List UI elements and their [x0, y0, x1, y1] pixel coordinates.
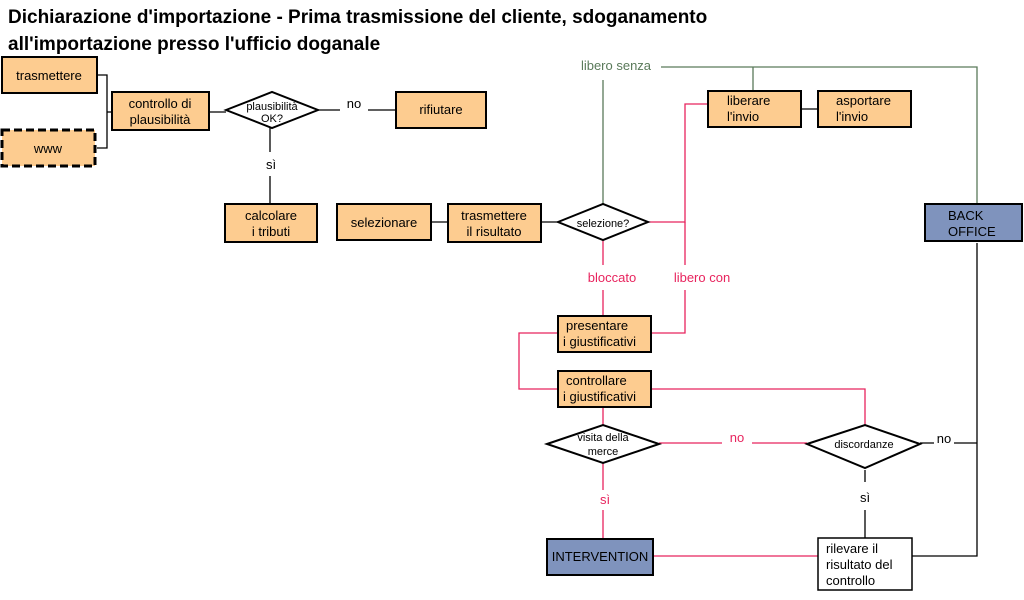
decision-plausibilita-line1: plausibilità: [246, 101, 298, 113]
box-rilevare-line3: controllo: [826, 573, 875, 588]
box-trasmettere-risultato-line1: trasmettere: [461, 208, 527, 223]
box-liberare-line1: liberare: [727, 93, 770, 108]
connector-controllare-discordanze: [651, 388, 866, 425]
connector-libero-con-top: [648, 103, 708, 223]
connectors: [97, 66, 978, 557]
label-si-plausibilita: sì: [266, 157, 276, 172]
box-calcolare-line2: i tributi: [252, 224, 290, 239]
decision-selezione-label: selezione?: [577, 218, 630, 230]
label-no-discordanze: no: [937, 431, 951, 446]
box-controllare-line1: controllare: [566, 373, 627, 388]
decision-selezione[interactable]: selezione?: [555, 202, 651, 242]
box-presentare[interactable]: presentare i giustificativi: [557, 315, 652, 353]
box-presentare-line1: presentare: [566, 318, 628, 333]
box-asportare-line2: l'invio: [836, 109, 868, 124]
box-rifiutare-label: rifiutare: [419, 102, 462, 117]
edge-labels: no sì libero senza bloccato libero con n…: [266, 58, 951, 507]
box-intervention-label: INTERVENTION: [552, 549, 649, 564]
connector-green-top: [661, 66, 978, 204]
decision-discordanze-label: discordanze: [834, 439, 893, 451]
box-controllare-line2: i giustificativi: [563, 389, 636, 404]
box-back-office-line1: BACK: [948, 208, 984, 223]
connector-inputs: [97, 74, 108, 149]
box-rifiutare[interactable]: rifiutare: [395, 91, 487, 129]
box-back-office-line2: OFFICE: [948, 224, 996, 239]
box-controllo[interactable]: controllo di plausibilità: [111, 91, 210, 131]
box-www[interactable]: www: [0, 128, 97, 168]
decision-plausibilita[interactable]: plausibilità OK?: [223, 90, 321, 130]
box-calcolare[interactable]: calcolare i tributi: [224, 203, 318, 243]
connector-backoffice-rilevare: [912, 243, 978, 557]
box-selezionare-label: selezionare: [351, 215, 418, 230]
decision-visita-line1: visita della: [577, 432, 629, 444]
label-libero-con: libero con: [674, 270, 730, 285]
label-no-visita: no: [730, 430, 744, 445]
box-trasmettere-risultato[interactable]: trasmettere il risultato: [447, 203, 542, 243]
box-liberare[interactable]: liberare l'invio: [707, 90, 802, 128]
box-trasmettere[interactable]: trasmettere: [1, 56, 98, 94]
box-intervention[interactable]: INTERVENTION: [546, 538, 654, 576]
decision-discordanze[interactable]: discordanze: [804, 423, 923, 470]
box-controllo-line2: plausibilità: [130, 112, 191, 127]
label-bloccato: bloccato: [588, 270, 636, 285]
label-si-discordanze: sì: [860, 490, 870, 505]
title-line-1: Dichiarazione d'importazione - Prima tra…: [8, 7, 708, 28]
label-si-visita: sì: [600, 492, 610, 507]
box-selezionare[interactable]: selezionare: [336, 203, 432, 241]
connector-presentare-controllare: [518, 332, 558, 390]
box-back-office[interactable]: BACK OFFICE: [924, 203, 1023, 242]
diagram-title: Dichiarazione d'importazione - Prima tra…: [8, 4, 707, 58]
box-rilevare-line1: rilevare il: [826, 541, 878, 556]
box-asportare[interactable]: asportare l'invio: [817, 90, 912, 128]
title-line-2: all'importazione presso l'ufficio dogana…: [8, 34, 381, 55]
box-rilevare-line2: risultato del: [826, 557, 893, 572]
box-trasmettere-risultato-line2: il risultato: [467, 224, 522, 239]
box-controllo-line1: controllo di: [129, 96, 192, 111]
box-asportare-line1: asportare: [836, 93, 891, 108]
box-www-label: www: [33, 141, 63, 156]
connector-libero-con-bottom: [651, 222, 686, 334]
decision-visita-line2: merce: [588, 446, 619, 458]
box-calcolare-line1: calcolare: [245, 208, 297, 223]
box-rilevare[interactable]: rilevare il risultato del controllo: [817, 537, 913, 591]
box-trasmettere-label: trasmettere: [16, 68, 82, 83]
decision-visita[interactable]: visita della merce: [543, 423, 663, 465]
label-libero-senza: libero senza: [581, 58, 652, 73]
label-no-plausibilita: no: [347, 96, 361, 111]
box-presentare-line2: i giustificativi: [563, 334, 636, 349]
box-liberare-line2: l'invio: [727, 109, 759, 124]
decision-plausibilita-line2: OK?: [261, 113, 283, 125]
box-controllare[interactable]: controllare i giustificativi: [557, 370, 652, 408]
